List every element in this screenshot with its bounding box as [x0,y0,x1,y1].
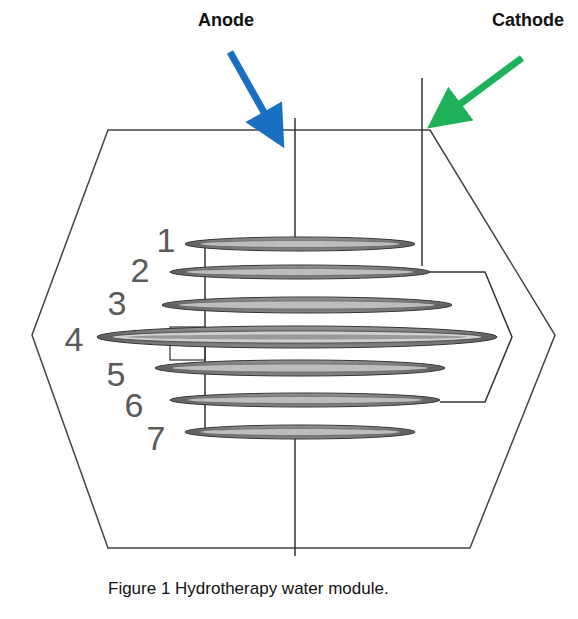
anode-arrow [230,52,274,130]
figure-caption: Figure 1 Hydrotherapy water module. [108,580,389,597]
callout-number: 4 [65,322,84,356]
callout-number: 2 [131,253,150,287]
callout-number: 1 [157,223,176,257]
bottom-lead [294,439,296,556]
housing-hexagon [32,130,555,548]
callout-number: 3 [108,286,127,320]
electrode-plates [97,237,497,439]
callout-number: 5 [107,357,126,391]
terminal-label: Anode [198,11,254,29]
terminal-label: Cathode [492,11,564,29]
cathode-lead [421,78,423,266]
callout-number: 6 [125,388,144,422]
cathode-arrow [444,58,522,116]
anode-lead [294,118,296,237]
callout-number: 7 [147,421,166,455]
